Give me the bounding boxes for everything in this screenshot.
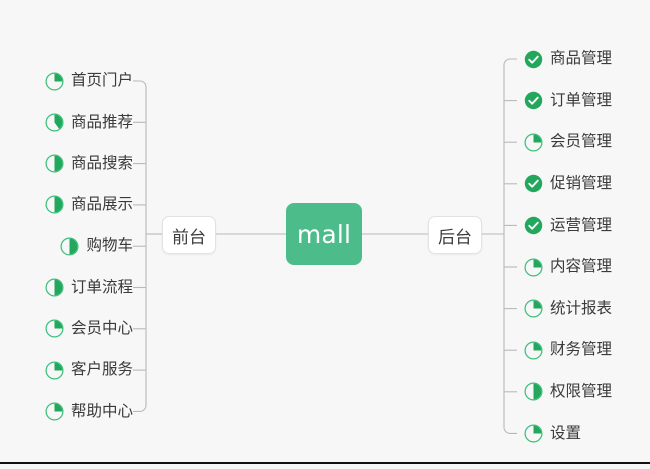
leaf-label: 权限管理 (550, 382, 613, 401)
progress-pie-icon (45, 71, 64, 91)
check-circle-icon (524, 50, 543, 68)
mindmap-leaf-right[interactable]: 内容管理 (524, 254, 612, 280)
leaf-label: 运营管理 (550, 215, 613, 234)
leaf-label: 统计报表 (550, 298, 613, 317)
leaf-label: 订单管理 (550, 90, 613, 109)
mindmap-leaf-left[interactable]: 订单流程 (45, 275, 133, 301)
leaf-label: 订单流程 (70, 277, 133, 296)
progress-pie-icon (45, 195, 64, 214)
leaf-label: 商品管理 (550, 49, 613, 68)
progress-pie-icon (60, 237, 80, 256)
mindmap-leaf-right[interactable]: 会员管理 (524, 129, 612, 155)
leaf-label: 设置 (550, 423, 582, 442)
mindmap-leaf-right[interactable]: 统计报表 (524, 296, 612, 322)
progress-pie-icon (524, 299, 543, 318)
mindmap-leaf-right[interactable]: 设置 (524, 420, 581, 446)
progress-pie-icon (524, 133, 543, 152)
leaf-label: 商品搜索 (70, 153, 133, 172)
branch-node-backend-label: 后台 (438, 227, 472, 248)
leaf-label: 会员管理 (550, 132, 613, 151)
progress-pie-icon (45, 361, 64, 380)
leaf-label: 商品展示 (70, 195, 133, 214)
bottom-rule (0, 462, 650, 464)
check-circle-icon (524, 175, 543, 193)
progress-pie-icon (524, 341, 543, 360)
progress-pie-icon (45, 278, 64, 297)
mindmap-leaf-left[interactable]: 商品展示 (45, 192, 133, 218)
progress-pie-icon (45, 154, 64, 173)
leaf-label: 财务管理 (550, 340, 613, 359)
branch-node-backend[interactable]: 后台 (428, 216, 482, 254)
center-node-mall[interactable]: mall (286, 203, 362, 265)
leaf-label: 首页门户 (70, 71, 133, 90)
progress-pie-icon (524, 382, 543, 401)
mindmap-leaf-right[interactable]: 促销管理 (524, 171, 612, 197)
mindmap-leaf-right[interactable]: 商品管理 (524, 46, 612, 72)
mindmap-leaf-left[interactable]: 首页门户 (45, 68, 133, 94)
mindmap-leaf-right[interactable]: 运营管理 (524, 212, 612, 238)
progress-pie-icon (524, 257, 543, 277)
leaf-label: 帮助中心 (70, 401, 133, 420)
progress-pie-icon (524, 424, 543, 443)
mindmap-leaf-right[interactable]: 权限管理 (524, 379, 612, 405)
progress-pie-icon (45, 113, 64, 132)
center-node-label: mall (296, 219, 352, 249)
progress-pie-icon (45, 402, 64, 421)
branch-node-frontend-label: 前台 (172, 227, 206, 248)
mindmap-leaf-left[interactable]: 商品搜索 (45, 151, 133, 177)
branch-node-frontend[interactable]: 前台 (162, 216, 216, 254)
mindmap-leaf-left[interactable]: 客户服务 (45, 357, 133, 383)
mindmap-leaf-right[interactable]: 订单管理 (524, 88, 612, 114)
mindmap-leaf-left[interactable]: 购物车 (60, 233, 133, 259)
mindmap-leaf-left[interactable]: 商品推荐 (45, 109, 133, 135)
mindmap-leaf-right[interactable]: 财务管理 (524, 337, 612, 363)
mindmap-leaf-left[interactable]: 会员中心 (45, 316, 133, 342)
leaf-label: 购物车 (86, 236, 133, 255)
leaf-label: 促销管理 (550, 174, 613, 193)
check-circle-icon (524, 91, 543, 110)
leaf-label: 内容管理 (550, 257, 613, 276)
leaf-label: 客户服务 (70, 360, 133, 379)
check-circle-icon (524, 216, 543, 235)
leaf-label: 商品推荐 (70, 112, 133, 131)
progress-pie-icon (45, 319, 64, 338)
mindmap-leaf-left[interactable]: 帮助中心 (45, 398, 133, 424)
leaf-label: 会员中心 (70, 319, 133, 338)
